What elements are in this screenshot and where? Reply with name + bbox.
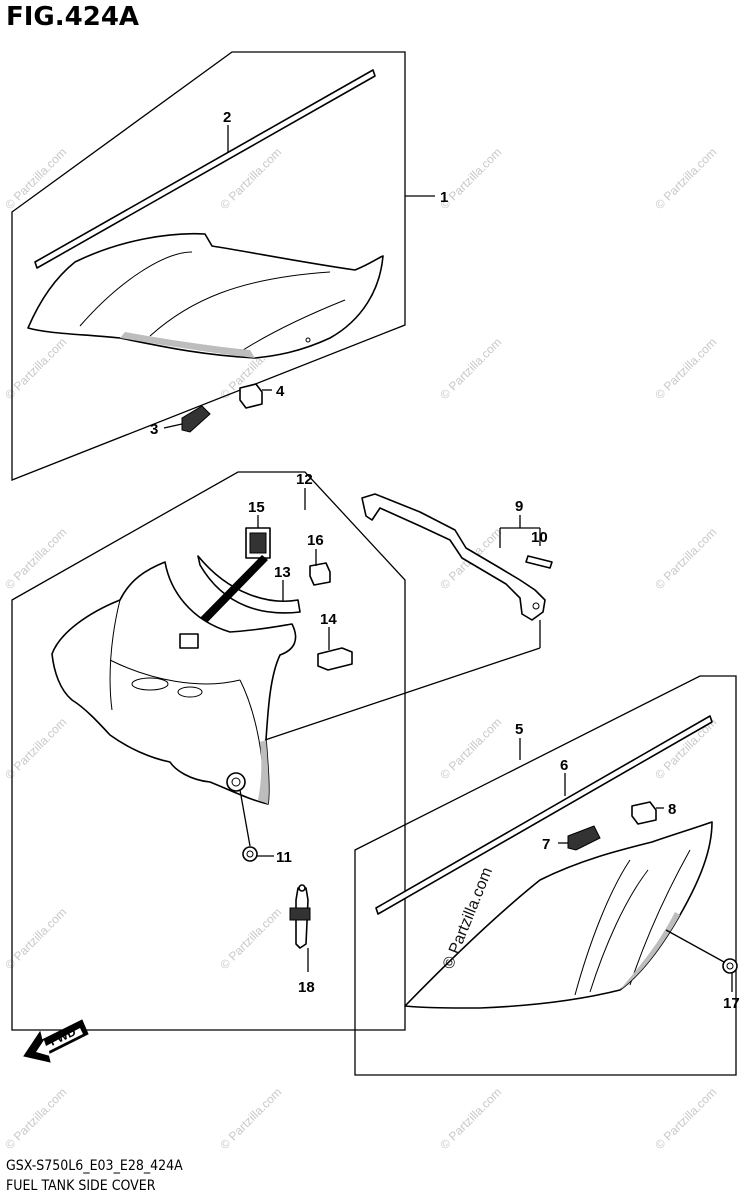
callout-11: 11 [276,849,292,866]
part-10-cushion[interactable] [525,555,553,569]
watermark: © Partzilla.com [652,145,719,212]
fwd-arrow: FWD [23,1019,89,1063]
watermark: © Partzilla.com [2,145,69,212]
callout-14: 14 [320,611,337,628]
part-7-velcro[interactable] [567,825,601,851]
callout-13: 13 [274,564,291,581]
callout-leaders [163,125,733,992]
watermark: © Partzilla.com [437,335,504,402]
callout-3: 3 [150,421,158,438]
figure-name: FUEL TANK SIDE COVER [6,1178,156,1194]
part-1-cover[interactable] [27,232,384,359]
assembly-line [264,647,541,741]
part-9-bracket[interactable] [361,493,546,621]
callout-16: 16 [307,532,324,549]
watermark: © Partzilla.com [217,1085,284,1152]
callout-12: 12 [296,471,313,488]
callout-10: 10 [531,529,548,546]
part-17-grommet[interactable] [722,958,738,974]
callout-18: 18 [298,979,315,996]
callout-1: 1 [440,189,448,206]
callout-6: 6 [560,757,568,774]
watermark: © Partzilla.com [217,905,284,972]
figure-title: FIG.424A [6,2,140,32]
callout-9: 9 [515,498,523,515]
part-3-velcro[interactable] [181,405,211,433]
callout-2: 2 [223,109,231,126]
callout-17: 17 [723,995,740,1012]
part-8-pad[interactable] [631,801,657,825]
callout-numbers: 1 2 3 4 5 6 7 8 9 10 11 12 13 14 15 16 1… [150,109,740,1012]
part-18-clip[interactable] [289,884,311,949]
watermark: © Partzilla.com [652,335,719,402]
callout-8: 8 [668,801,676,818]
watermark: © Partzilla.com [2,1085,69,1152]
part-2-strip[interactable] [34,69,376,269]
part-12-center-cover[interactable] [51,561,297,805]
callout-4: 4 [276,383,285,400]
watermark: © Partzilla.com [437,1085,504,1152]
group-box-1 [11,51,406,481]
figure-code: GSX-S750L6_E03_E28_424A [6,1158,183,1174]
callout-7: 7 [542,836,550,853]
group-box-5 [354,675,737,1076]
part-5-cover[interactable] [404,821,713,1009]
group-box-12 [11,471,406,1031]
part-4-pad[interactable] [239,383,263,409]
watermark: © Partzilla.com [2,525,69,592]
callout-5: 5 [515,721,523,738]
watermark: © Partzilla.com [652,1085,719,1152]
part-11-grommet[interactable] [242,846,258,862]
watermark: © Partzilla.com [652,525,719,592]
callout-15: 15 [248,499,265,516]
part-16-pad[interactable] [309,562,331,586]
watermark: © Partzilla.com [437,715,504,782]
part-15-emblem[interactable] [190,527,271,632]
part-6-strip[interactable] [375,715,713,915]
part-14-pad[interactable] [317,647,353,671]
